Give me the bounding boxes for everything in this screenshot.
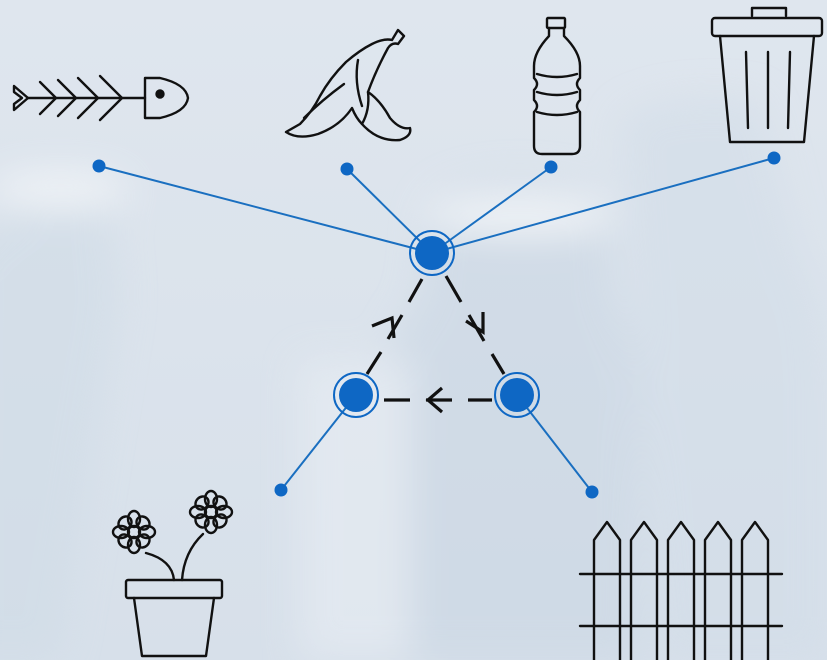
banana-peel-icon [286, 30, 410, 140]
endpoint-fence [586, 486, 599, 499]
connector-flowerpot [281, 395, 356, 490]
cycle-dash [492, 354, 504, 374]
trash-can-icon [712, 8, 822, 142]
endpoint-dots [93, 152, 781, 499]
cycle-dash [409, 279, 422, 302]
cycle-dash [367, 352, 381, 374]
hub-nodes [334, 231, 539, 417]
fishbone-icon [14, 76, 188, 120]
connector-banana [347, 169, 432, 253]
hub-node-left [334, 373, 378, 417]
flower-pot-icon [113, 491, 232, 656]
connector-fish [99, 166, 432, 253]
fence-icon [580, 522, 782, 660]
cycle-dash [446, 276, 461, 302]
connector-fence [517, 395, 592, 492]
bottle-icon [534, 18, 580, 154]
endpoint-flowerpot [275, 484, 288, 497]
endpoint-banana [341, 163, 354, 176]
endpoint-bottle [545, 161, 558, 174]
endpoint-fish [93, 160, 106, 173]
hub-node-top [410, 231, 454, 275]
connector-trash [432, 158, 774, 253]
connector-lines [99, 158, 774, 492]
hub-node-right [495, 373, 539, 417]
endpoint-trash [768, 152, 781, 165]
recycle-cycle [367, 276, 504, 412]
